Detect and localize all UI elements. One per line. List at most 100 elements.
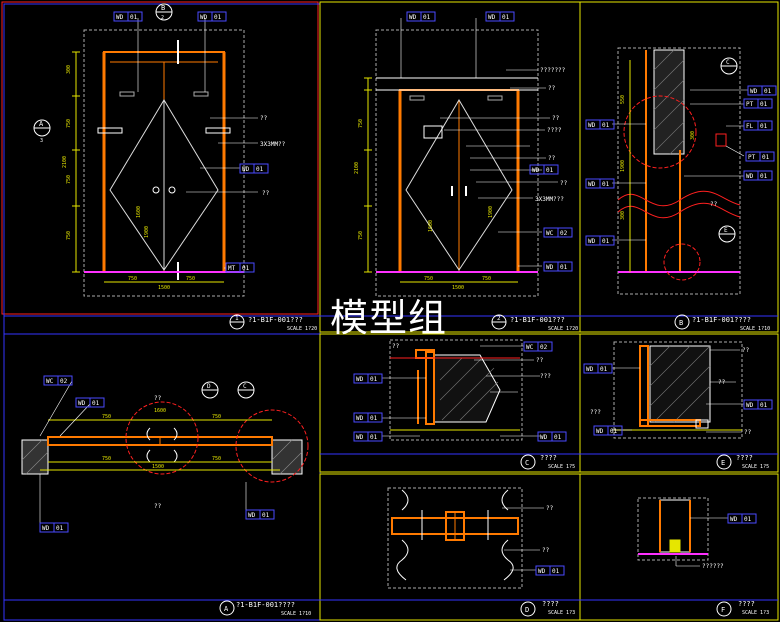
svg-text:F: F — [721, 606, 725, 614]
elev1-note-1: ?? — [260, 115, 268, 122]
detail-e-title: ???? — [736, 454, 753, 462]
elev2-vision-panel — [423, 125, 443, 139]
frame-elevation-1 — [1, 1, 319, 315]
elev2-note-2: ?? — [548, 85, 556, 92]
svg-text:750: 750 — [186, 276, 195, 282]
plan-a-title: ?1-B1F-001???? — [236, 601, 295, 609]
svg-text:2100: 2100 — [62, 156, 68, 168]
svg-text:750: 750 — [66, 175, 72, 184]
svg-text:01: 01 — [56, 525, 64, 532]
svg-text:WD: WD — [586, 366, 594, 373]
detail-f-note: ?????? — [702, 563, 724, 570]
svg-text:WC: WC — [46, 378, 54, 385]
elev2-note-6: ?? — [560, 180, 568, 187]
elev1-note-2: ?? — [262, 190, 270, 197]
svg-text:1900: 1900 — [620, 160, 626, 172]
svg-text:01: 01 — [762, 154, 770, 161]
svg-text:WD: WD — [588, 122, 596, 129]
elev2-note-hardware: 3X3MM??? — [535, 196, 564, 203]
elev2-extent — [375, 29, 539, 297]
svg-text:E: E — [721, 459, 725, 467]
svg-text:01: 01 — [760, 402, 768, 409]
svg-text:02: 02 — [560, 230, 568, 237]
svg-text:01: 01 — [92, 400, 100, 407]
svg-text:1600: 1600 — [428, 220, 434, 232]
section-b-tag-wd-left-3: WD 01 — [585, 235, 615, 246]
plan-a-title-marker — [219, 600, 235, 616]
elev1-scale: SCALE 1?20 — [287, 326, 317, 332]
detail-c-note-1: ?? — [536, 357, 544, 364]
svg-text:01: 01 — [370, 415, 378, 422]
elev2-note-1: ??????? — [540, 67, 566, 74]
svg-text:01: 01 — [602, 238, 610, 245]
svg-text:WD: WD — [409, 14, 417, 21]
plan-a-note-top: ?? — [154, 395, 162, 402]
detail-e-note-1: ?? — [742, 347, 750, 354]
svg-text:300: 300 — [690, 131, 696, 140]
svg-text:01: 01 — [546, 167, 554, 174]
svg-text:01: 01 — [256, 166, 264, 173]
svg-text:3: 3 — [40, 138, 43, 144]
elev2-scale: SCALE 1?20 — [548, 326, 578, 332]
svg-text:01: 01 — [214, 14, 222, 21]
plan-a-detail-circle-d — [125, 401, 199, 475]
svg-text:A: A — [39, 120, 44, 128]
svg-text:PT: PT — [748, 154, 756, 161]
svg-text:1600: 1600 — [136, 206, 142, 218]
plan-a-scale: SCALE 1?10 — [281, 611, 311, 617]
svg-text:750: 750 — [358, 231, 364, 240]
detail-d-scale: SCALE 1?3 — [548, 610, 575, 616]
detail-d-note-2: ?? — [542, 547, 550, 554]
svg-text:WD: WD — [540, 434, 548, 441]
svg-text:01: 01 — [744, 516, 752, 523]
svg-text:WD: WD — [588, 238, 596, 245]
svg-text:WD: WD — [596, 428, 604, 435]
section-b-title-marker — [674, 314, 690, 330]
svg-text:02: 02 — [60, 378, 68, 385]
elev2-diamond-pattern — [405, 99, 513, 271]
elev1-handle-left — [119, 91, 135, 97]
plan-a-tag-wc: WC 02 — [43, 375, 73, 386]
svg-text:C: C — [525, 459, 529, 467]
frame-section-b — [579, 1, 779, 333]
svg-text:01: 01 — [560, 264, 568, 271]
svg-text:750: 750 — [66, 119, 72, 128]
elev2-note-4: ???? — [547, 127, 562, 134]
svg-text:WD: WD — [488, 14, 496, 21]
svg-text:550: 550 — [620, 95, 626, 104]
svg-text:01: 01 — [602, 181, 610, 188]
frame-detail-d — [319, 473, 581, 621]
svg-text:300: 300 — [620, 211, 626, 220]
elev1-extent — [83, 29, 245, 297]
detail-c-note-2: ??? — [540, 373, 551, 380]
detail-c-scale: SCALE 1?5 — [548, 464, 575, 470]
svg-text:E: E — [724, 227, 728, 234]
svg-text:A: A — [224, 605, 229, 613]
svg-text:01: 01 — [262, 512, 270, 519]
svg-text:2: 2 — [161, 15, 164, 21]
detail-e-title-marker — [716, 454, 732, 470]
detail-c-note-top-left: ?? — [392, 343, 400, 350]
svg-text:02: 02 — [540, 344, 548, 351]
frame-detail-e — [579, 333, 779, 473]
svg-text:D: D — [525, 606, 529, 614]
svg-text:01: 01 — [760, 173, 768, 180]
detail-f-title: ???? — [738, 600, 755, 608]
svg-text:2100: 2100 — [354, 162, 360, 174]
svg-text:2: 2 — [497, 315, 501, 322]
detail-d-title: ???? — [542, 600, 559, 608]
